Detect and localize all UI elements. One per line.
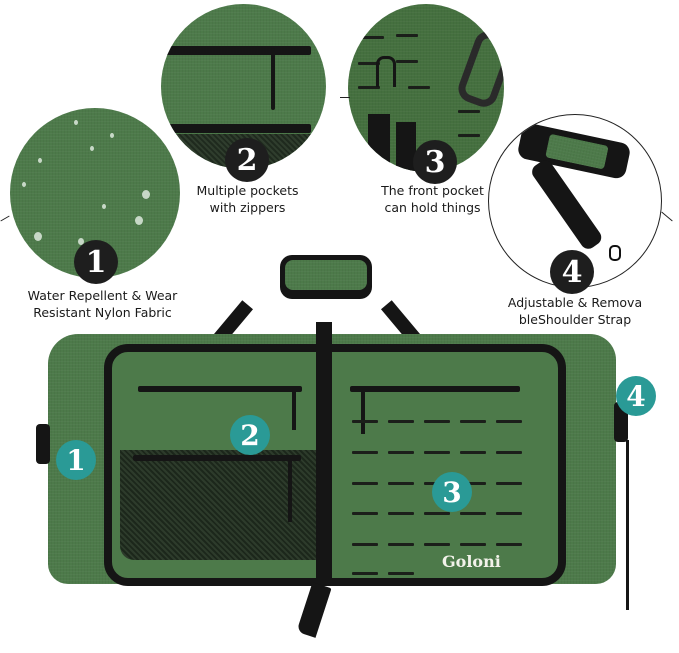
strap-icon: [368, 114, 390, 172]
molle-slot: [424, 420, 450, 423]
water-drop: [74, 120, 78, 125]
water-drop: [142, 190, 150, 199]
feature-3-number-badge: 3: [413, 140, 457, 184]
molle-slot: [458, 134, 480, 137]
center-strap: [316, 322, 332, 584]
molle-slot: [388, 420, 414, 423]
zipper: [161, 46, 311, 55]
zipper: [161, 124, 311, 133]
upper-right-zipper: [350, 386, 520, 392]
caption-line: with zippers: [209, 200, 286, 215]
molle-slot: [352, 451, 378, 454]
caption-line: Water Repellent & Wear: [27, 288, 178, 303]
molle-slot: [358, 62, 380, 65]
feature-1-caption: Water Repellent & Wear Resistant Nylon F…: [5, 287, 200, 321]
zipper-pull-icon: [292, 390, 296, 430]
zipper-pull-icon: [271, 48, 275, 110]
feature-4-strap-closeup: [488, 114, 662, 288]
molle-slot: [496, 451, 522, 454]
bag-body: [48, 334, 616, 584]
base-strap: [195, 580, 231, 586]
hook-icon: [376, 56, 396, 87]
base-strap: [430, 580, 466, 586]
caption-line: bleShoulder Strap: [518, 312, 632, 327]
molle-slot: [458, 110, 480, 113]
mesh-pocket: [120, 450, 316, 560]
molle-slot: [408, 86, 430, 89]
water-drop: [38, 158, 42, 163]
zipper-pull-icon: [361, 390, 365, 434]
zipper-pull-icon: [288, 458, 292, 522]
water-drop: [34, 232, 42, 241]
molle-slot: [460, 451, 486, 454]
feature-4-number-badge: 4: [550, 250, 594, 294]
molle-slot: [460, 420, 486, 423]
molle-slot: [396, 34, 418, 37]
leader-line: [0, 215, 10, 222]
water-drop: [102, 204, 106, 209]
water-drop: [90, 146, 94, 151]
water-drop: [135, 216, 143, 225]
handle-strap-left: [204, 300, 254, 354]
carry-handle-pad: [285, 260, 367, 290]
molle-slot: [362, 36, 384, 39]
molle-slot: [358, 86, 380, 89]
molle-slot: [396, 60, 418, 63]
bag-marker-2: 2: [230, 415, 270, 455]
feature-2-number-badge: 2: [225, 138, 269, 182]
feature-4-caption: Adjustable & Remova bleShoulder Strap: [500, 294, 650, 328]
upper-left-zipper: [138, 386, 302, 392]
handle-strap-right: [380, 300, 430, 354]
feature-1-fabric-closeup: [10, 108, 180, 278]
carry-handle: [280, 255, 372, 299]
feature-3-caption: The front pocket can hold things: [370, 182, 495, 216]
caption-line: Multiple pockets: [196, 183, 299, 198]
caption-line: Resistant Nylon Fabric: [33, 305, 172, 320]
strap-hook-icon: [609, 245, 621, 261]
bag-marker-3: 3: [432, 472, 472, 512]
molle-slot: [496, 420, 522, 423]
water-drop: [110, 133, 114, 138]
strap-icon: [396, 122, 416, 172]
molle-slot: [352, 420, 378, 423]
side-zipper: [626, 440, 629, 610]
zipper-tail: [296, 582, 332, 638]
leader-line: [661, 211, 673, 222]
bag-marker-4: 4: [616, 376, 656, 416]
molle-slot: [424, 451, 450, 454]
brand-logo: Goloni: [442, 552, 501, 571]
carabiner-icon: [454, 27, 504, 111]
water-drop: [78, 238, 84, 245]
caption-line: The front pocket: [381, 183, 484, 198]
mesh-pocket-zipper: [133, 455, 301, 461]
leader-line: [340, 97, 350, 98]
caption-line: can hold things: [384, 200, 481, 215]
strap-pad-fabric: [545, 133, 609, 170]
bag-marker-1: 1: [56, 440, 96, 480]
molle-slot: [388, 451, 414, 454]
caption-line: Adjustable & Remova: [507, 295, 643, 310]
feature-1-number-badge: 1: [74, 240, 118, 284]
front-panel: [104, 344, 566, 586]
water-drop: [22, 182, 26, 187]
feature-2-caption: Multiple pockets with zippers: [180, 182, 315, 216]
side-handle-left: [36, 424, 50, 464]
